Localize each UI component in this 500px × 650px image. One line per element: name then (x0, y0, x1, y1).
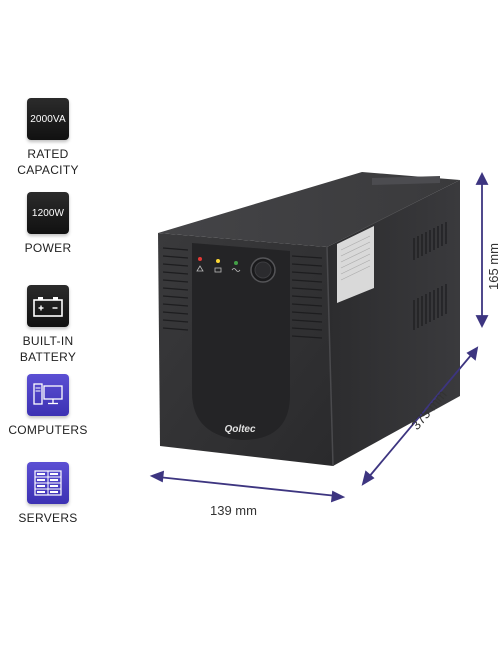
feature-servers: SERVERS (0, 462, 96, 526)
feature-label: BUILT-IN BATTERY (0, 333, 96, 365)
computer-glyph (33, 383, 63, 405)
battery-glyph (33, 297, 63, 317)
spec-label (337, 226, 374, 303)
capacity-badge: 2000VA (27, 98, 69, 140)
ac-wave-icon (231, 268, 241, 272)
depth-label: 375 mm (408, 387, 450, 433)
battery-small-icon (214, 267, 222, 273)
front-vent-ribs (162, 247, 323, 339)
server-icon (27, 462, 69, 504)
feature-label: SERVERS (0, 510, 96, 526)
power-badge: 1200W (27, 192, 69, 234)
width-label: 139 mm (210, 503, 257, 518)
feature-label: COMPUTERS (0, 422, 96, 438)
arrow-head-icon (466, 346, 479, 361)
device-front-face (158, 233, 333, 466)
feature-label: RATED CAPACITY (0, 146, 96, 178)
feature-label-line: CAPACITY (17, 163, 79, 177)
feature-label-line: RATED (27, 147, 69, 161)
feature-battery: BUILT-IN BATTERY (0, 285, 96, 365)
feature-label-line: COMPUTERS (8, 423, 88, 437)
height-label: 165 mm (486, 243, 500, 290)
battery-led-icon (216, 259, 220, 263)
fault-led-icon (198, 257, 202, 261)
arrow-head-icon (149, 470, 165, 483)
power-button (250, 257, 276, 283)
front-panel (192, 243, 290, 440)
feature-label-line: SERVERS (18, 511, 78, 525)
device-top-face (158, 172, 460, 247)
arrow-head-icon (361, 470, 375, 486)
feature-label-line: BATTERY (19, 350, 77, 364)
feature-label-line: BUILT-IN (22, 334, 74, 348)
line-led-icon (234, 261, 238, 265)
feature-power: 1200W POWER (0, 192, 96, 256)
warning-icon (196, 265, 204, 272)
feature-computers: COMPUTERS (0, 374, 96, 438)
arrow-head-icon (475, 171, 489, 185)
feature-label: POWER (0, 240, 96, 256)
feature-rated-capacity: 2000VA RATED CAPACITY (0, 98, 96, 178)
brand-logo: Qoltec (224, 424, 256, 435)
arrow-head-icon (330, 490, 346, 503)
device-side-face (327, 180, 460, 466)
arrow-head-icon (475, 315, 489, 329)
battery-icon (27, 285, 69, 327)
side-vents (413, 222, 447, 330)
computer-icon (27, 374, 69, 416)
server-glyph (34, 470, 62, 496)
feature-label-line: POWER (24, 241, 72, 255)
width-dimension-line (157, 476, 338, 497)
